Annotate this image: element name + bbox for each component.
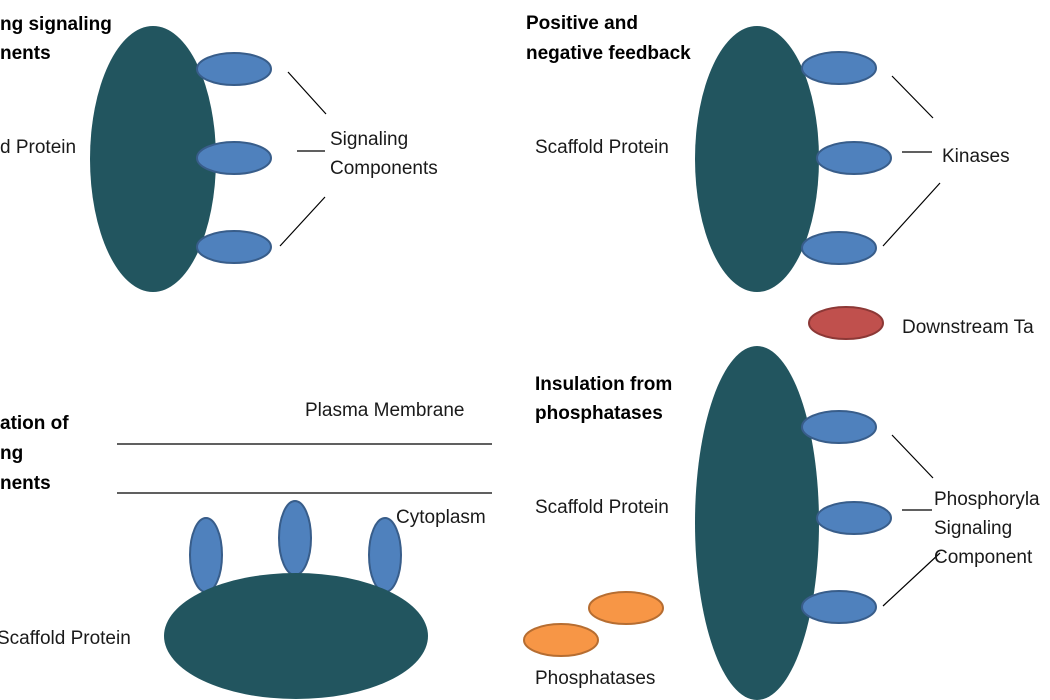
grouping-heading-line-2: nents	[0, 43, 51, 64]
phosphorylated-label-line-2: Signaling	[934, 518, 1012, 539]
signaling-component-2	[196, 141, 272, 175]
kinases-label: Kinases	[942, 146, 1010, 167]
kinase-3	[801, 231, 877, 265]
phosphatases-label: Phosphatases	[535, 668, 655, 689]
plasma-membrane-label: Plasma Membrane	[305, 400, 464, 421]
signaling-components-label-line-2: Components	[330, 158, 438, 179]
localization-heading-line-1: ation of	[0, 413, 69, 434]
signaling-component-1	[196, 52, 272, 86]
signaling-component-3	[196, 230, 272, 264]
phosphatase-2	[523, 623, 599, 657]
grouping-scaffold-label: d Protein	[0, 137, 76, 158]
feedback-heading-line-1: Positive and	[526, 13, 638, 34]
feedback-scaffold-label: Scaffold Protein	[535, 137, 669, 158]
connector-line	[891, 75, 934, 119]
insulation-heading-line-2: phosphatases	[535, 403, 663, 424]
panel-grouping: ng signaling nents d Protein Signaling C…	[0, 14, 438, 292]
kinase-2	[816, 141, 892, 175]
localization-heading-line-2: ng	[0, 443, 23, 464]
insulation-scaffold-label: Scaffold Protein	[535, 497, 669, 518]
signaling-component-3	[368, 517, 402, 593]
insulation-heading-line-1: Insulation from	[535, 374, 672, 395]
scaffold-protein-shape	[695, 26, 819, 292]
cytoplasm-label: Cytoplasm	[396, 507, 486, 528]
feedback-heading-line-2: negative feedback	[526, 43, 691, 64]
scaffold-protein-shape	[164, 573, 428, 699]
connector-line	[287, 71, 327, 115]
scaffold-protein-shape	[695, 346, 819, 700]
connector-line	[279, 196, 326, 247]
panel-insulation: Insulation from phosphatases Scaffold Pr…	[523, 346, 1040, 700]
panel-feedback: Positive and negative feedback Scaffold …	[526, 13, 1034, 340]
localization-scaffold-label: Scaffold Protein	[0, 628, 131, 649]
downstream-target-shape	[808, 306, 884, 340]
phosphorylated-label-line-1: Phosphoryla	[934, 489, 1040, 510]
grouping-heading-line-1: ng signaling	[0, 14, 112, 35]
signaling-component-2	[278, 500, 312, 576]
phosphorylated-label-line-3: Component	[934, 547, 1033, 568]
phosphorylated-component-2	[816, 501, 892, 535]
phosphorylated-component-1	[801, 410, 877, 444]
signaling-component-1	[189, 517, 223, 593]
connector-line	[882, 182, 941, 247]
scaffold-protein-shape	[90, 26, 216, 292]
localization-heading-line-3: nents	[0, 473, 51, 494]
connector-line	[891, 434, 934, 479]
connector-line	[882, 552, 941, 607]
phosphatase-1	[588, 591, 664, 625]
signaling-components-label-line-1: Signaling	[330, 129, 408, 150]
panel-localization: ation of ng nents Plasma Membrane Cytopl…	[0, 400, 492, 699]
kinase-1	[801, 51, 877, 85]
phosphorylated-component-3	[801, 590, 877, 624]
downstream-target-label: Downstream Ta	[902, 317, 1034, 338]
